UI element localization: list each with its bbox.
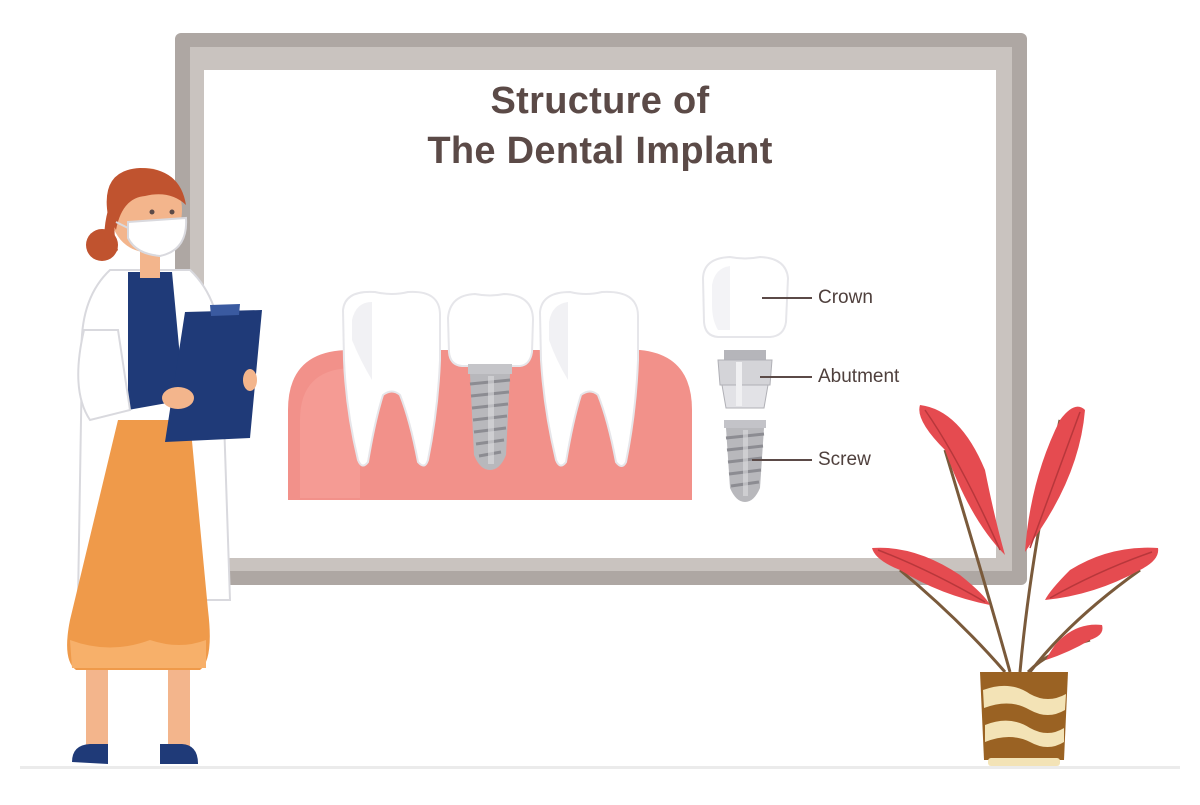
implant-screw-icon (469, 374, 511, 470)
floor-line (20, 766, 1180, 769)
label-screw: Screw (818, 449, 871, 470)
crown-icon (701, 255, 790, 338)
leader-lines (752, 297, 812, 461)
plant-icon (872, 405, 1159, 766)
presentation-board (175, 33, 1027, 585)
tooth-icon (538, 290, 639, 467)
diagram-title-line-2: The Dental Implant (427, 130, 773, 172)
implant-screw-icon (724, 420, 766, 502)
label-abutment: Abutment (818, 366, 900, 387)
clipboard-icon (165, 304, 262, 442)
label-crown: Crown (818, 287, 873, 308)
tooth-icon (341, 290, 441, 467)
diagram-title-line-1: Structure of (490, 80, 710, 122)
dentist-character (67, 168, 262, 764)
implant-tooth (446, 292, 535, 470)
abutment-icon (717, 350, 773, 409)
